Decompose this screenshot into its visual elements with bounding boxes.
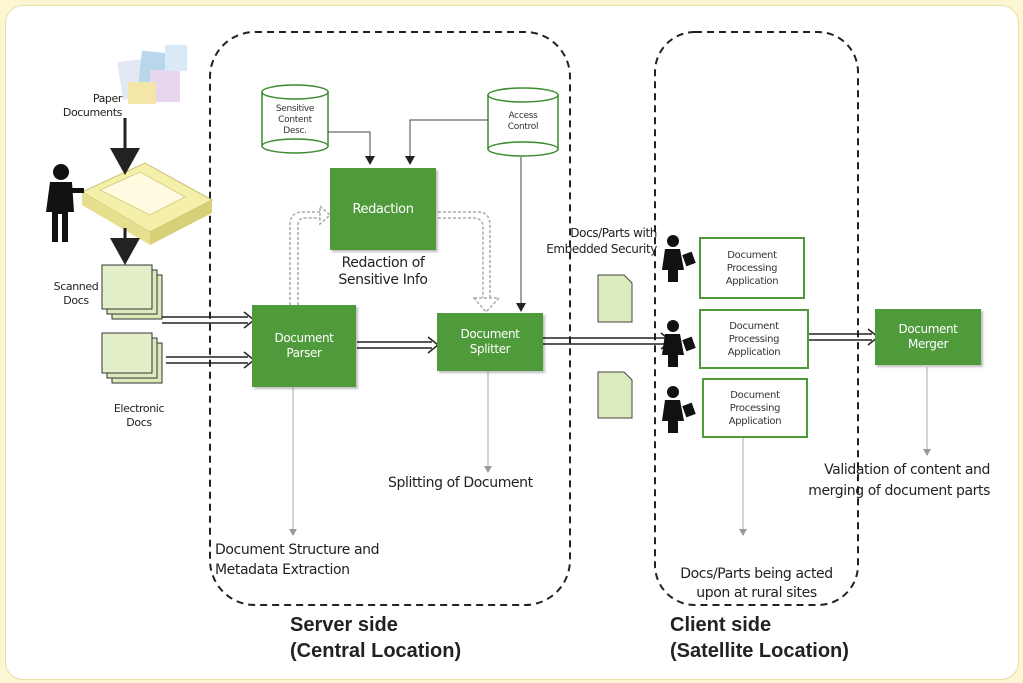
document-icon: [597, 274, 633, 419]
splitting-caption: Splitting of Document: [388, 475, 533, 491]
document-stack-icon: [101, 264, 163, 320]
scanner-icon: [80, 162, 214, 245]
sensitive-db-cylinder: [261, 84, 329, 154]
embedded-security-label: Docs/Parts with Embedded Security: [546, 226, 657, 256]
server-side-title: Server side (Central Location): [290, 614, 462, 662]
redaction-box: Redaction: [330, 168, 436, 250]
server-side-region: [209, 31, 571, 606]
document-stack-icon: [101, 332, 163, 384]
redaction-feedback-arrow: [289, 204, 501, 314]
paper-documents-label: Paper Documents: [62, 92, 123, 119]
processing-app-box-1: Document Processing Application: [699, 237, 805, 299]
client-side-title: Client side (Satellite Location): [670, 614, 849, 662]
validation-caption: Validation of content and merging of doc…: [808, 462, 990, 499]
processing-app-box-2: Document Processing Application: [699, 309, 809, 369]
document-merger-box: Document Merger: [875, 309, 981, 365]
sensitive-db-label: Sensitive Content Desc.: [275, 104, 315, 136]
rural-sites-caption: Docs/Parts being acted upon at rural sit…: [680, 566, 833, 601]
access-db-cylinder: [487, 87, 559, 157]
electronic-docs-label: Electronic Docs: [113, 402, 165, 429]
processing-app-box-3: Document Processing Application: [702, 378, 808, 438]
scanned-docs-label: Scanned Docs: [53, 280, 99, 307]
structure-caption: Document Structure and Metadata Extracti…: [215, 542, 380, 578]
access-db-label: Access Control: [507, 111, 539, 132]
paper-stack-icon: [117, 45, 187, 104]
document-parser-box: Document Parser: [252, 305, 356, 387]
person-icon: [46, 164, 84, 242]
document-splitter-box: Document Splitter: [437, 313, 543, 371]
worker-icon: [662, 235, 696, 433]
client-side-region: [654, 31, 859, 606]
redaction-caption: Redaction of Sensitive Info: [338, 255, 428, 288]
